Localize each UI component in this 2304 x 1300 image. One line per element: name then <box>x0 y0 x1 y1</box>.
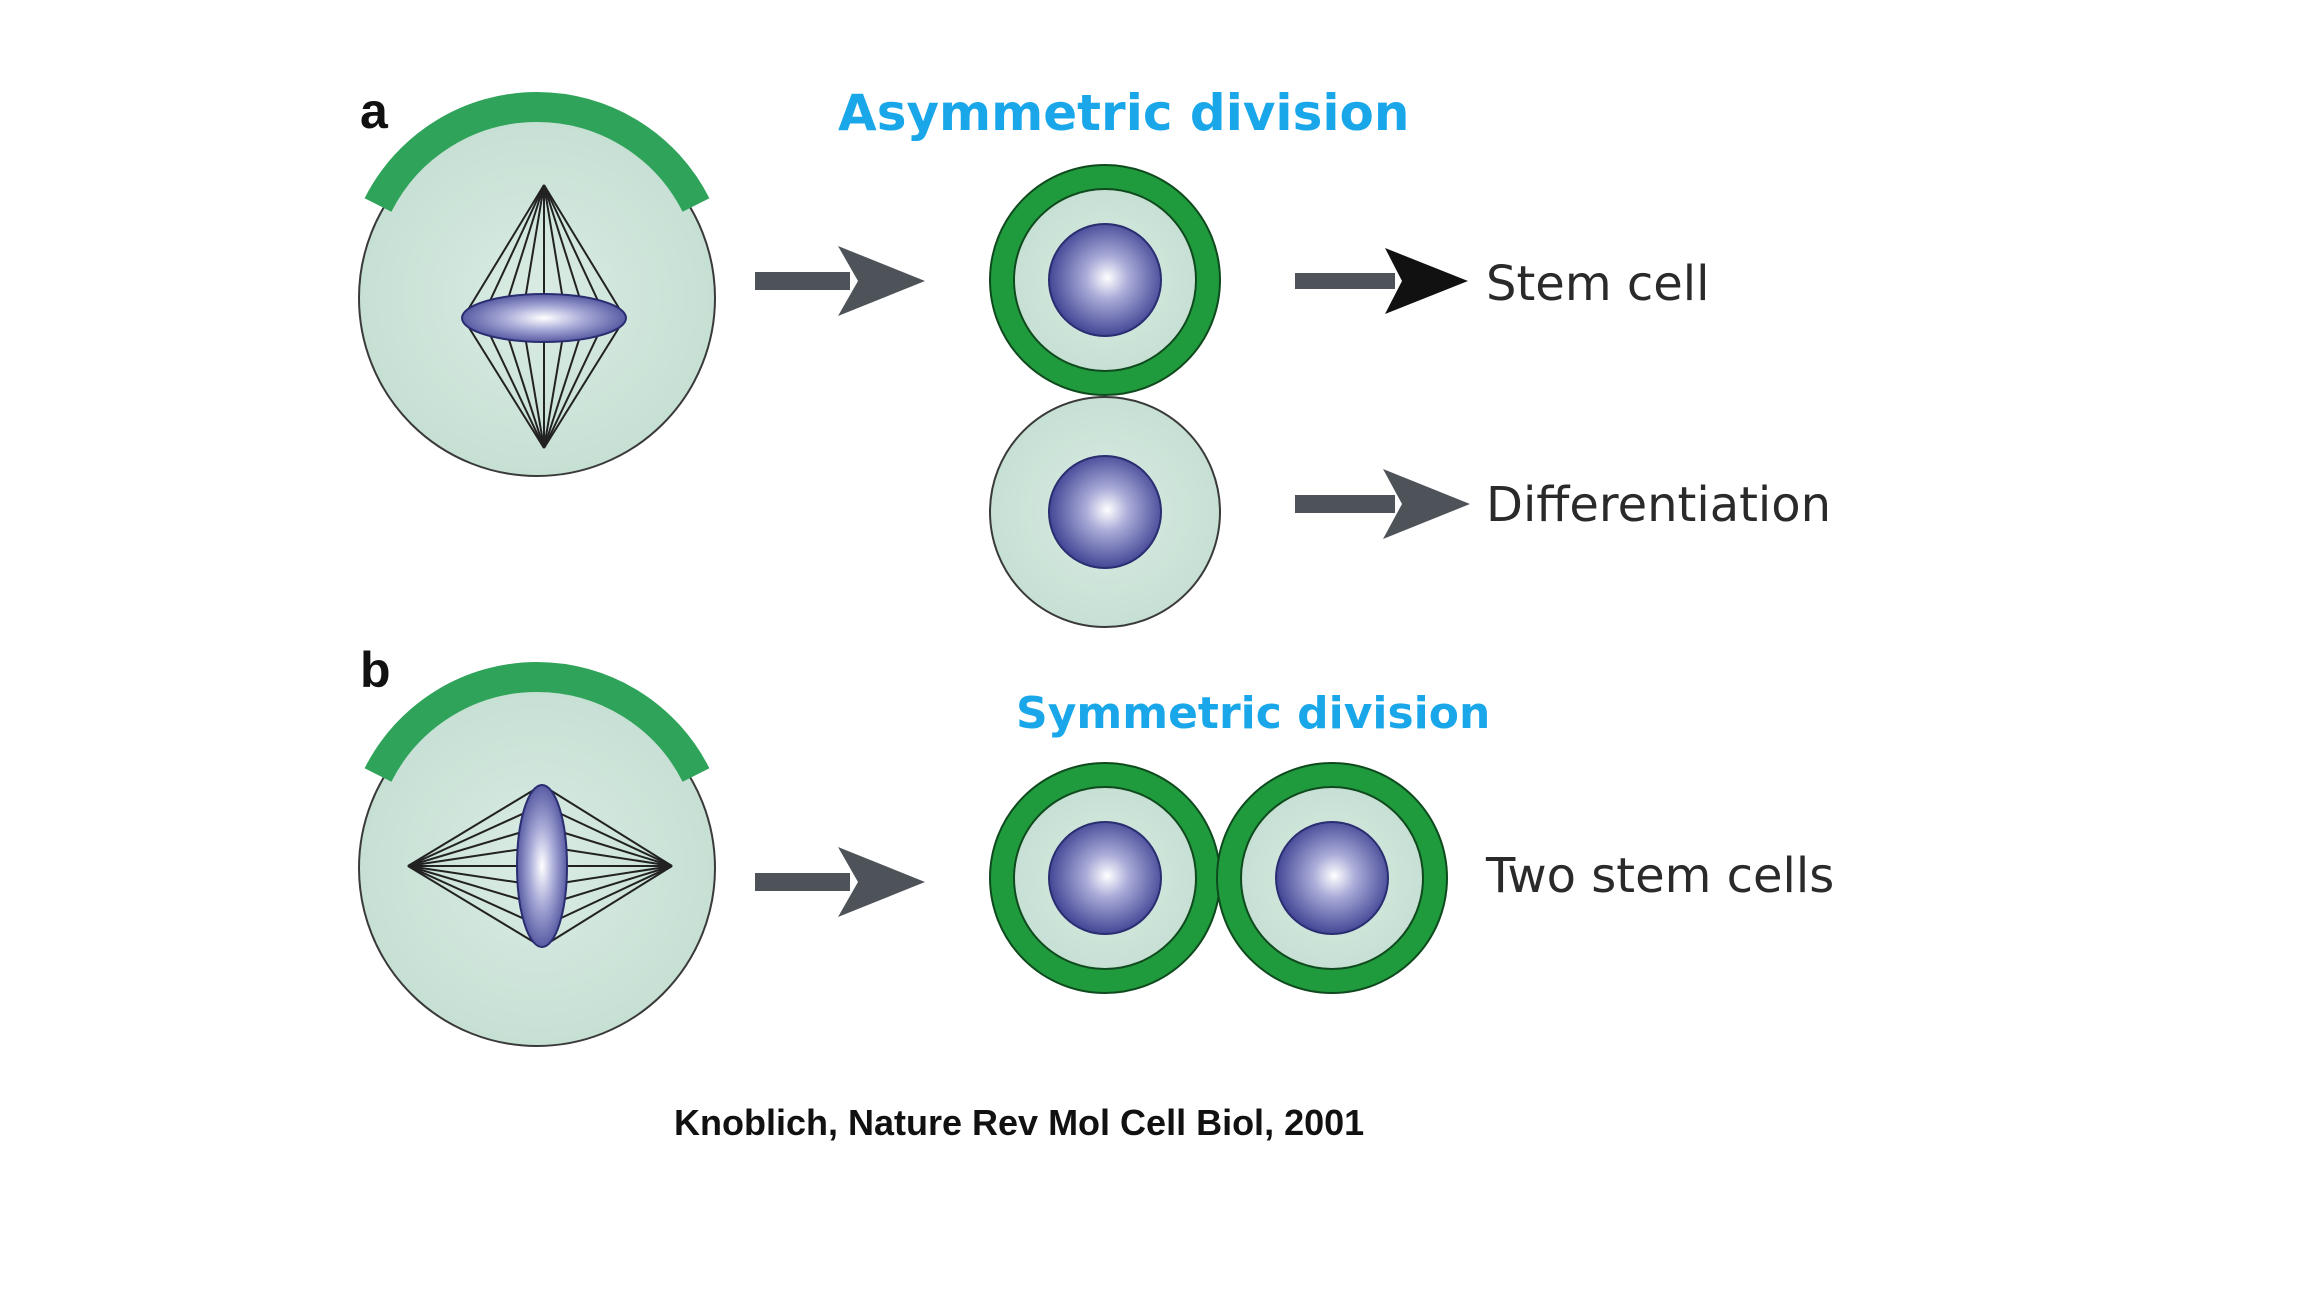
daughter-stem-cell-b2 <box>1216 762 1448 994</box>
division-arrow-a <box>755 246 925 316</box>
polarity-crescent-b <box>364 662 710 782</box>
daughter-diff-cell-a <box>989 396 1221 628</box>
polarity-crescent-a <box>364 92 710 212</box>
panel-b <box>358 662 1448 1047</box>
metaphase-plate-a <box>461 293 627 343</box>
arrow-to-stem-cell <box>1295 248 1468 314</box>
nucleus-icon <box>1048 455 1162 569</box>
stem-cell-label: Stem cell <box>1486 256 1710 312</box>
daughter-stem-cell-b1 <box>989 762 1221 994</box>
mitotic-spindle-a <box>462 184 626 449</box>
two-stem-cells-label: Two stem cells <box>1486 848 1835 904</box>
mother-cell-b <box>358 662 716 1047</box>
arrow-to-differentiation <box>1295 469 1470 539</box>
citation: Knoblich, Nature Rev Mol Cell Biol, 2001 <box>674 1102 1365 1143</box>
daughter-stem-cell-a <box>989 164 1221 396</box>
nucleus-icon <box>1048 821 1162 935</box>
symmetric-division-title: Symmetric division <box>1016 688 1491 739</box>
metaphase-plate-b <box>516 784 568 948</box>
nucleus-icon <box>1275 821 1389 935</box>
differentiation-label: Differentiation <box>1486 477 1832 533</box>
mother-cell-a <box>358 92 716 477</box>
division-arrow-b <box>755 847 925 917</box>
asymmetric-division-title: Asymmetric division <box>838 84 1410 142</box>
panel-a <box>358 92 1470 628</box>
panel-b-label: b <box>360 642 391 698</box>
panel-a-label: a <box>360 83 388 139</box>
nucleus-icon <box>1048 223 1162 337</box>
